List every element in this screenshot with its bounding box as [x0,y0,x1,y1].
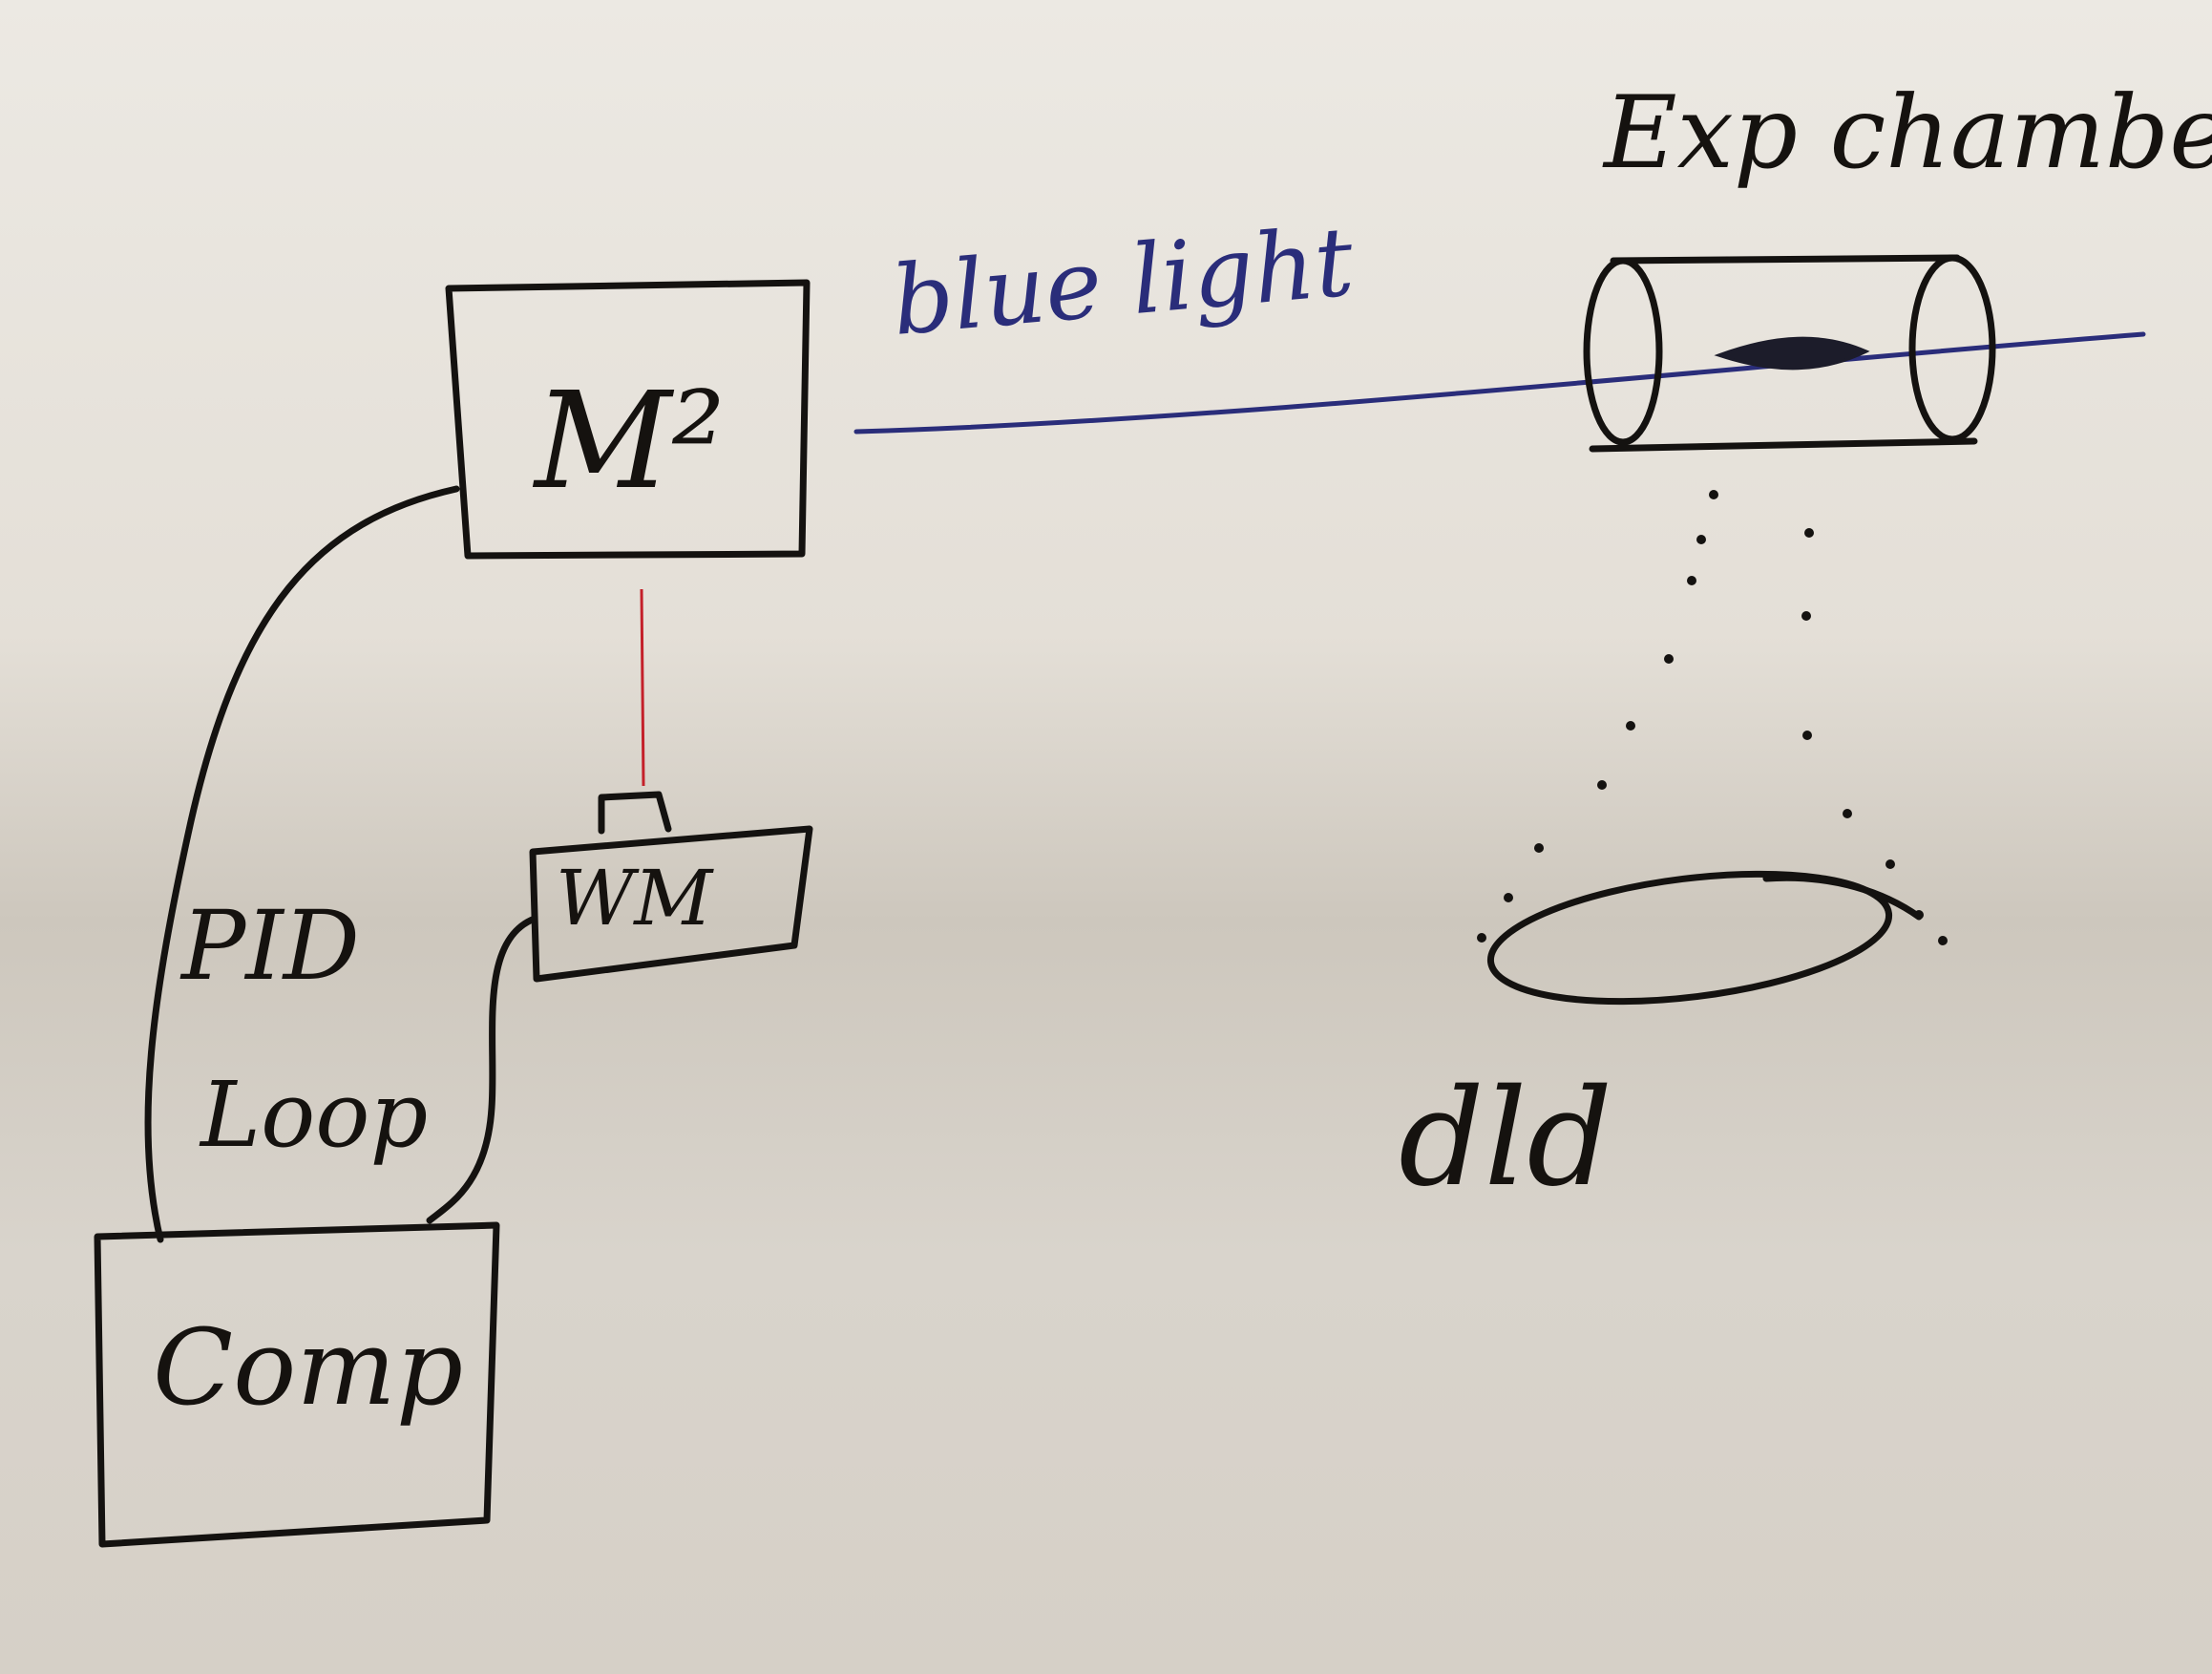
wm-label: WM [556,854,714,943]
loop-label: Loop [199,1063,428,1168]
blue-beam-line [853,331,2146,434]
wavemeter-box: WM [529,791,813,983]
interaction-region [1714,336,1870,371]
computer-box: Comp [94,1221,500,1548]
m2-laser-box: M² [445,279,811,560]
pid-loop-cable [144,485,460,1243]
wavemeter-computer-cable [426,915,538,1224]
dld-label: dld [1399,1061,1612,1217]
particle-trajectories [1477,490,1948,945]
comp-label: Comp [153,1306,463,1429]
red-beam-line [640,588,645,787]
exp-chamber-label: Exp chamber [1602,74,2212,191]
m2-label: M² [532,364,725,519]
experiment-chamber [1583,254,1996,453]
delay-line-detector [1486,870,1923,1006]
pid-label: PID [179,890,360,1002]
